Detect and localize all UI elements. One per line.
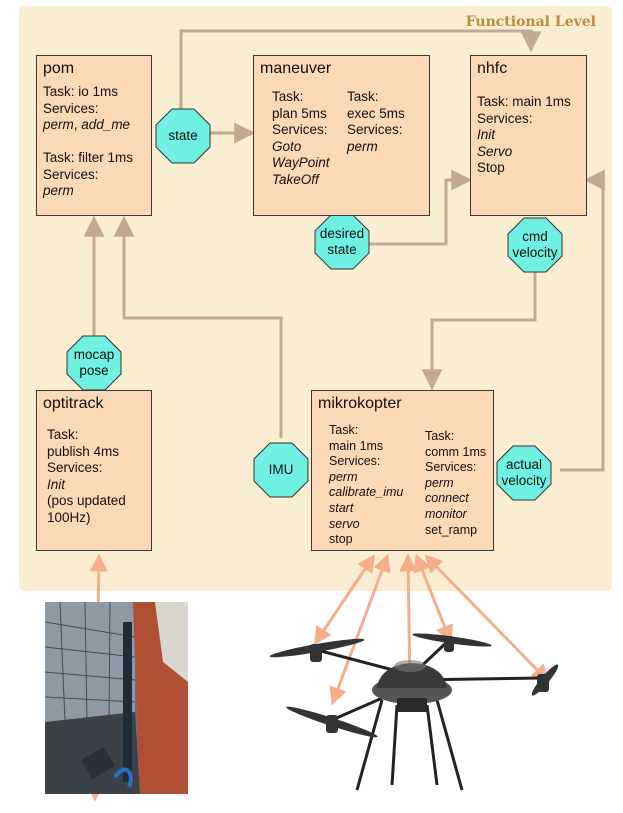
detail-line: Task: io 1ms xyxy=(43,84,119,99)
detail-line: connect xyxy=(425,491,469,506)
detail-line: calibrate_imu xyxy=(329,485,404,500)
port-actual-velocity xyxy=(496,445,552,501)
functional-level-label: Functional Level xyxy=(465,14,596,30)
detail-line: (pos updated xyxy=(47,493,126,508)
detail-line: perm xyxy=(43,183,74,198)
detail-line: servo xyxy=(329,516,360,531)
module-maneuver-title: maneuver xyxy=(260,60,332,77)
port-state-label: state xyxy=(168,128,198,143)
detail-line: WayPoint xyxy=(272,155,330,170)
module-mikrokopter-title: mikrokopter xyxy=(318,395,402,412)
detail-line: perm xyxy=(425,475,454,490)
detail-line: Services: xyxy=(272,122,328,137)
detail-line: exec 5ms xyxy=(347,105,405,121)
detail-line: main 1ms xyxy=(329,438,384,453)
detail-line: Task: xyxy=(329,423,359,437)
detail-line: 100Hz) xyxy=(47,509,91,525)
port-imu-label: IMU xyxy=(268,462,294,477)
detail-line: plan 5ms xyxy=(272,105,327,121)
detail-line: Stop xyxy=(477,160,505,175)
detail-line: perm xyxy=(329,469,358,484)
detail-line xyxy=(43,134,133,151)
link-mikrokopter-to-rotor-front xyxy=(329,553,391,706)
detail-line: start xyxy=(329,500,354,515)
detail-line: Task: xyxy=(272,89,304,104)
port-desired-state xyxy=(314,214,370,270)
detail-line: Init xyxy=(477,127,496,142)
detail-line: Services: xyxy=(43,166,99,182)
detail-line: publish 4ms xyxy=(47,443,120,459)
detail-line: Services: xyxy=(477,110,533,126)
port-cmd-velocity xyxy=(507,217,563,273)
detail-line: TakeOff xyxy=(272,171,319,187)
detail-line: Task: xyxy=(47,427,79,442)
arrow-imu-to-pom xyxy=(113,215,283,438)
port-state xyxy=(155,108,211,164)
detail-line: perm xyxy=(347,138,378,154)
link-mikrokopter-to-rotor-back xyxy=(413,553,454,644)
detail-line: Task: main 1ms xyxy=(477,94,571,109)
detail-line: Services: xyxy=(47,460,103,475)
detail-line: Services: xyxy=(329,454,381,469)
port-imu xyxy=(253,442,309,498)
detail-line: Services: xyxy=(425,460,477,475)
arrow-cmd-velocity-to-mikrokopter xyxy=(421,270,537,391)
arrow-desired-state-to-nhfc xyxy=(366,169,473,246)
detail-line: perm, add_me xyxy=(43,117,133,134)
detail-line: Task: filter 1ms xyxy=(43,150,134,165)
module-optitrack-title: optitrack xyxy=(43,395,104,412)
arrow-state-to-nhfc xyxy=(179,29,542,110)
detail-line: Task: xyxy=(347,89,379,104)
detail-line-part: add_me xyxy=(81,117,131,132)
detail-line: stop xyxy=(329,532,353,547)
drone-photo xyxy=(269,633,559,791)
detail-line: Services: xyxy=(347,122,403,137)
detail-line-part: , xyxy=(73,117,82,132)
arrow-actual-velocity-to-nhfc xyxy=(560,169,605,472)
detail-line: Goto xyxy=(272,138,302,154)
detail-line: Servo xyxy=(477,143,513,159)
detail-line: comm 1ms xyxy=(425,444,487,459)
mocap-room-photo xyxy=(45,602,188,794)
detail-line: set_ramp xyxy=(425,522,478,537)
detail-line: Init xyxy=(47,476,66,492)
detail-line: monitor xyxy=(425,506,467,521)
detail-line: Services: xyxy=(43,100,99,116)
module-nhfc-title: nhfc xyxy=(477,60,508,77)
detail-line-part: perm xyxy=(43,117,74,132)
detail-line: Task: xyxy=(425,429,455,443)
module-pom-title: pom xyxy=(43,60,75,77)
